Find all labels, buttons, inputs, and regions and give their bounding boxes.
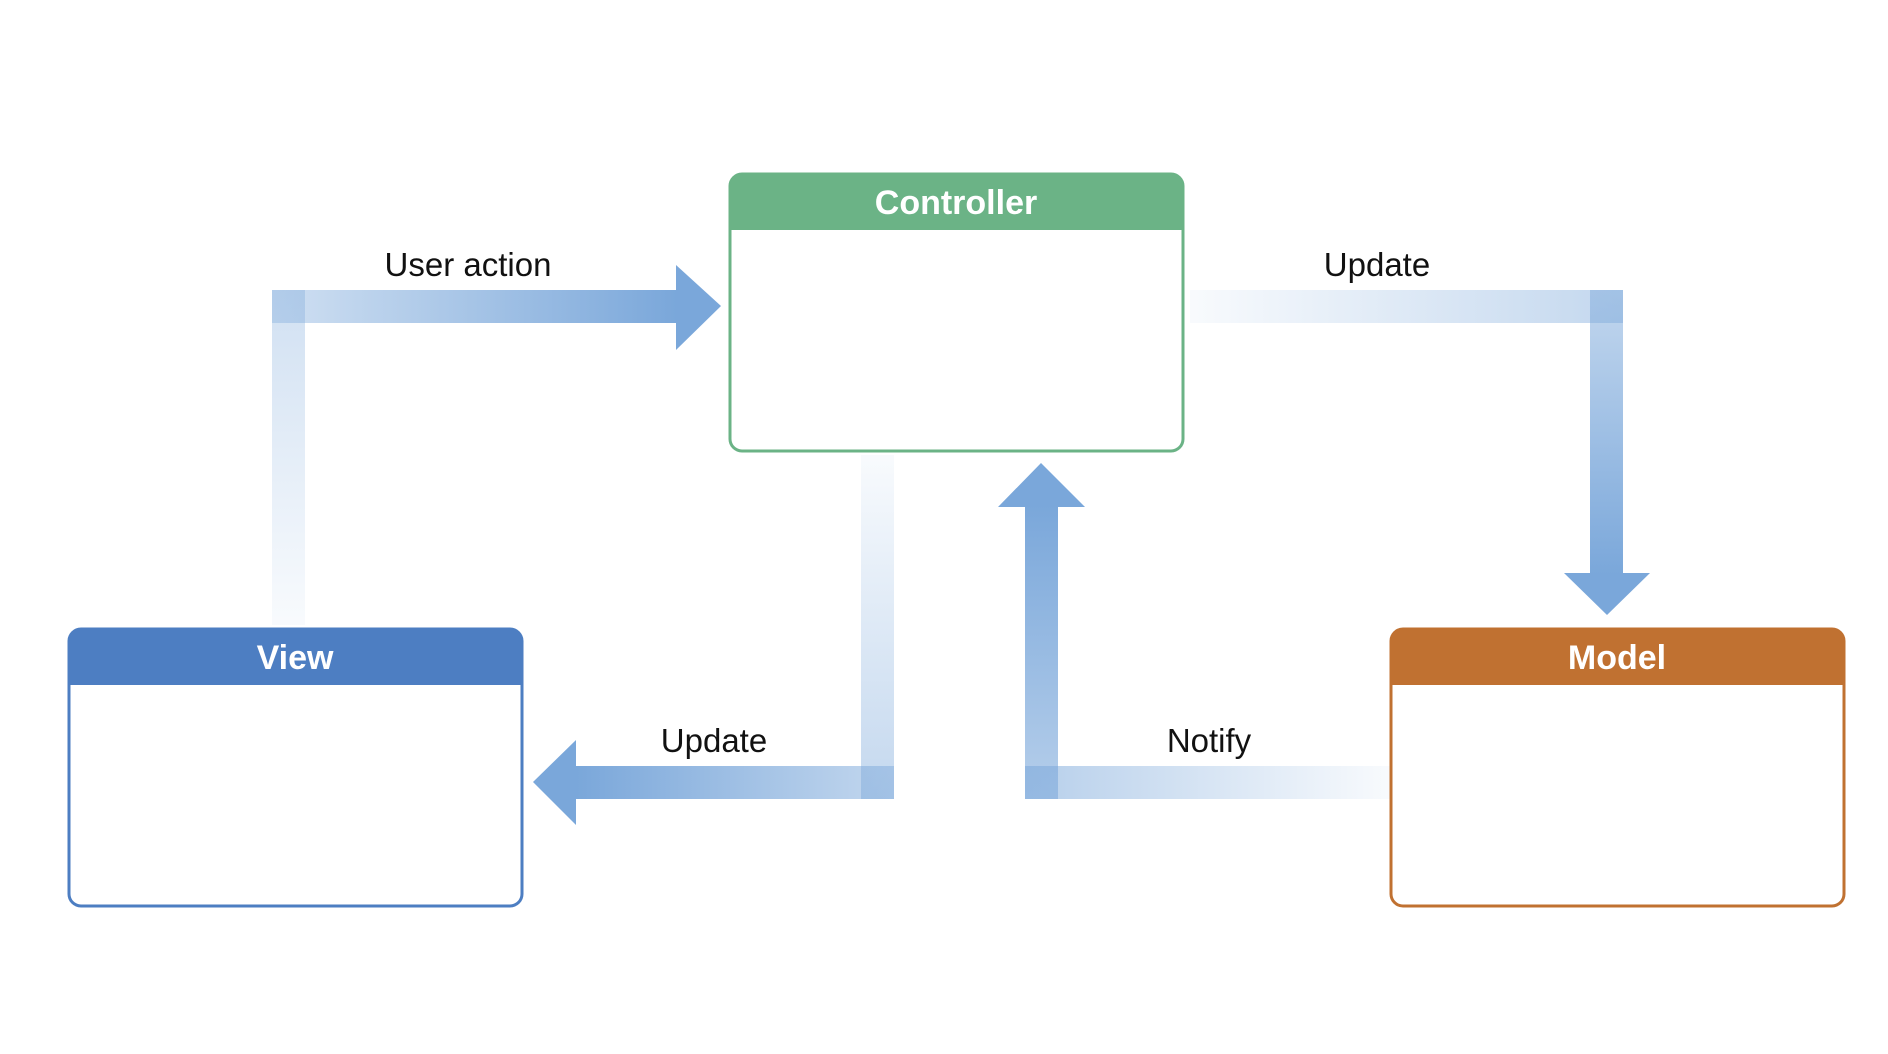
controller-header — [730, 174, 1183, 230]
update-view-arrow — [533, 455, 894, 825]
model-header — [1391, 629, 1844, 685]
view-box: View — [67, 627, 524, 908]
view-title: View — [257, 639, 334, 677]
notify-label: Notify — [1167, 722, 1252, 759]
view-header — [69, 629, 522, 685]
controller-title: Controller — [875, 184, 1037, 222]
update-view-label: Update — [661, 722, 767, 759]
update-model-label: Update — [1324, 246, 1430, 283]
controller-box: Controller — [728, 172, 1185, 453]
notify-arrow — [998, 463, 1390, 799]
model-box: Model — [1389, 627, 1846, 908]
update-model-arrow — [1190, 290, 1650, 615]
user-action-label: User action — [385, 246, 552, 283]
model-title: Model — [1568, 639, 1666, 677]
user-action-arrow — [272, 265, 721, 625]
